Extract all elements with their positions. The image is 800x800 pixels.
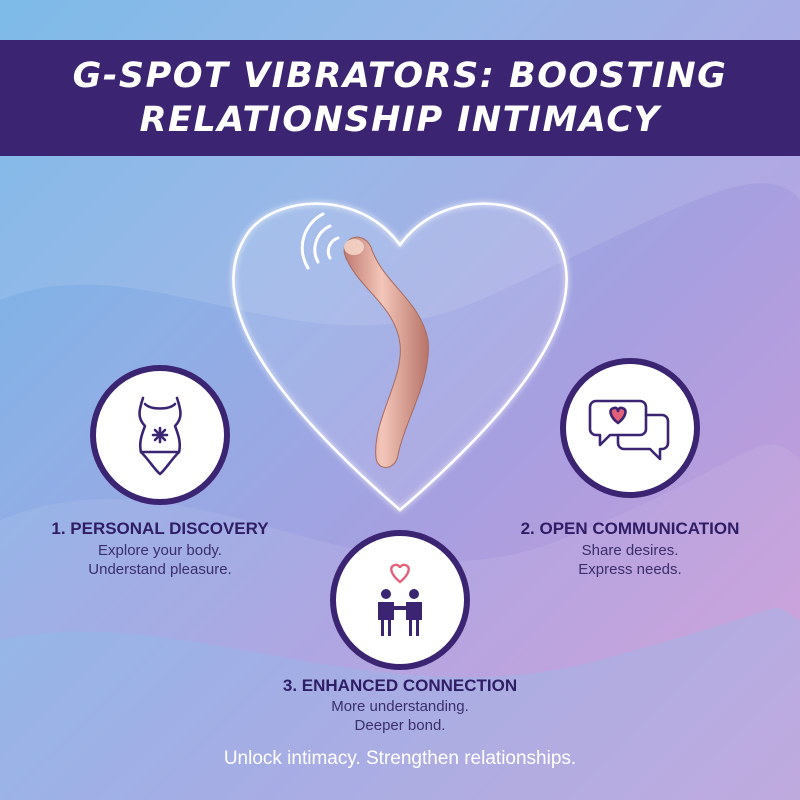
page-title-line-2: RELATIONSHIP INTIMACY — [139, 100, 661, 140]
feature-title-open-communication: 2. OPEN COMMUNICATION — [520, 519, 740, 538]
feature-text-enhanced-connection-1: More understanding. — [331, 698, 469, 715]
feature-text-personal-discovery-1: Explore your body. — [98, 542, 222, 559]
enhanced-connection-icon-circle — [330, 530, 470, 670]
feature-text-open-communication-1: Share desires. — [581, 542, 679, 559]
personal-discovery-icon-circle — [90, 365, 230, 505]
vibration-waves-icon — [300, 212, 340, 270]
body-silhouette-icon — [138, 396, 182, 476]
page-title-line-1: G-SPOT VIBRATORS: BOOSTING — [72, 56, 728, 96]
feature-text-open-communication-2: Express needs. — [578, 561, 682, 578]
feature-title-enhanced-connection: 3. ENHANCED CONNECTION — [282, 676, 518, 695]
couple-heart-icon — [378, 563, 422, 636]
title-banner: G-SPOT VIBRATORS: BOOSTING RELATIONSHIP … — [0, 40, 800, 156]
product-illustration — [343, 236, 429, 468]
open-communication-icon-circle — [560, 358, 700, 498]
tagline: Unlock intimacy. Strengthen relationship… — [223, 748, 577, 769]
chat-bubbles-heart-icon — [588, 399, 670, 461]
feature-text-personal-discovery-2: Understand pleasure. — [88, 561, 232, 578]
feature-text-enhanced-connection-2: Deeper bond. — [354, 717, 446, 734]
feature-title-personal-discovery: 1. PERSONAL DISCOVERY — [51, 519, 269, 538]
